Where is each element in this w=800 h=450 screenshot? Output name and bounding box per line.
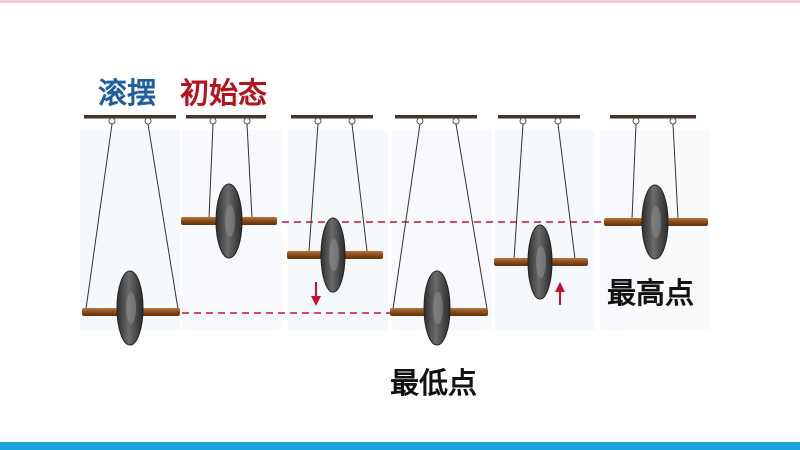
pendulum-frame-3 [287, 115, 383, 306]
down-arrow-icon [311, 282, 321, 306]
up-arrow-icon [555, 282, 565, 305]
string-left [208, 123, 214, 219]
ceiling-bar [610, 115, 696, 119]
string-right [557, 123, 576, 260]
top-accent-bar [0, 0, 800, 3]
ceiling-bar [498, 115, 580, 119]
ceiling-bar [84, 115, 176, 119]
highest-point-label: 最高点 [607, 276, 695, 310]
string-right [455, 123, 488, 310]
pendulum-frame-2 [181, 115, 277, 259]
pendulum-frame-5 [494, 115, 588, 305]
ceiling-bar [395, 115, 477, 119]
string-right [672, 123, 679, 220]
pendulum-frame-6 [604, 115, 708, 260]
pendulum-frame-4 [390, 115, 488, 346]
ceiling-bar [291, 115, 373, 119]
string-left [392, 123, 421, 310]
string-right [351, 123, 368, 252]
title-main-label: 滚摆 [98, 76, 157, 110]
pendulum-frame-1 [82, 115, 180, 346]
title-initial-state-label: 初始态 [180, 76, 268, 110]
bottom-accent-bar [0, 442, 800, 450]
string-right [147, 123, 179, 310]
string-left [85, 123, 113, 310]
ceiling-bar [186, 115, 266, 119]
lowest-point-label: 最低点 [390, 366, 478, 400]
string-right [246, 123, 253, 219]
string-left [513, 123, 524, 260]
string-left [631, 123, 637, 220]
string-left [308, 123, 319, 252]
